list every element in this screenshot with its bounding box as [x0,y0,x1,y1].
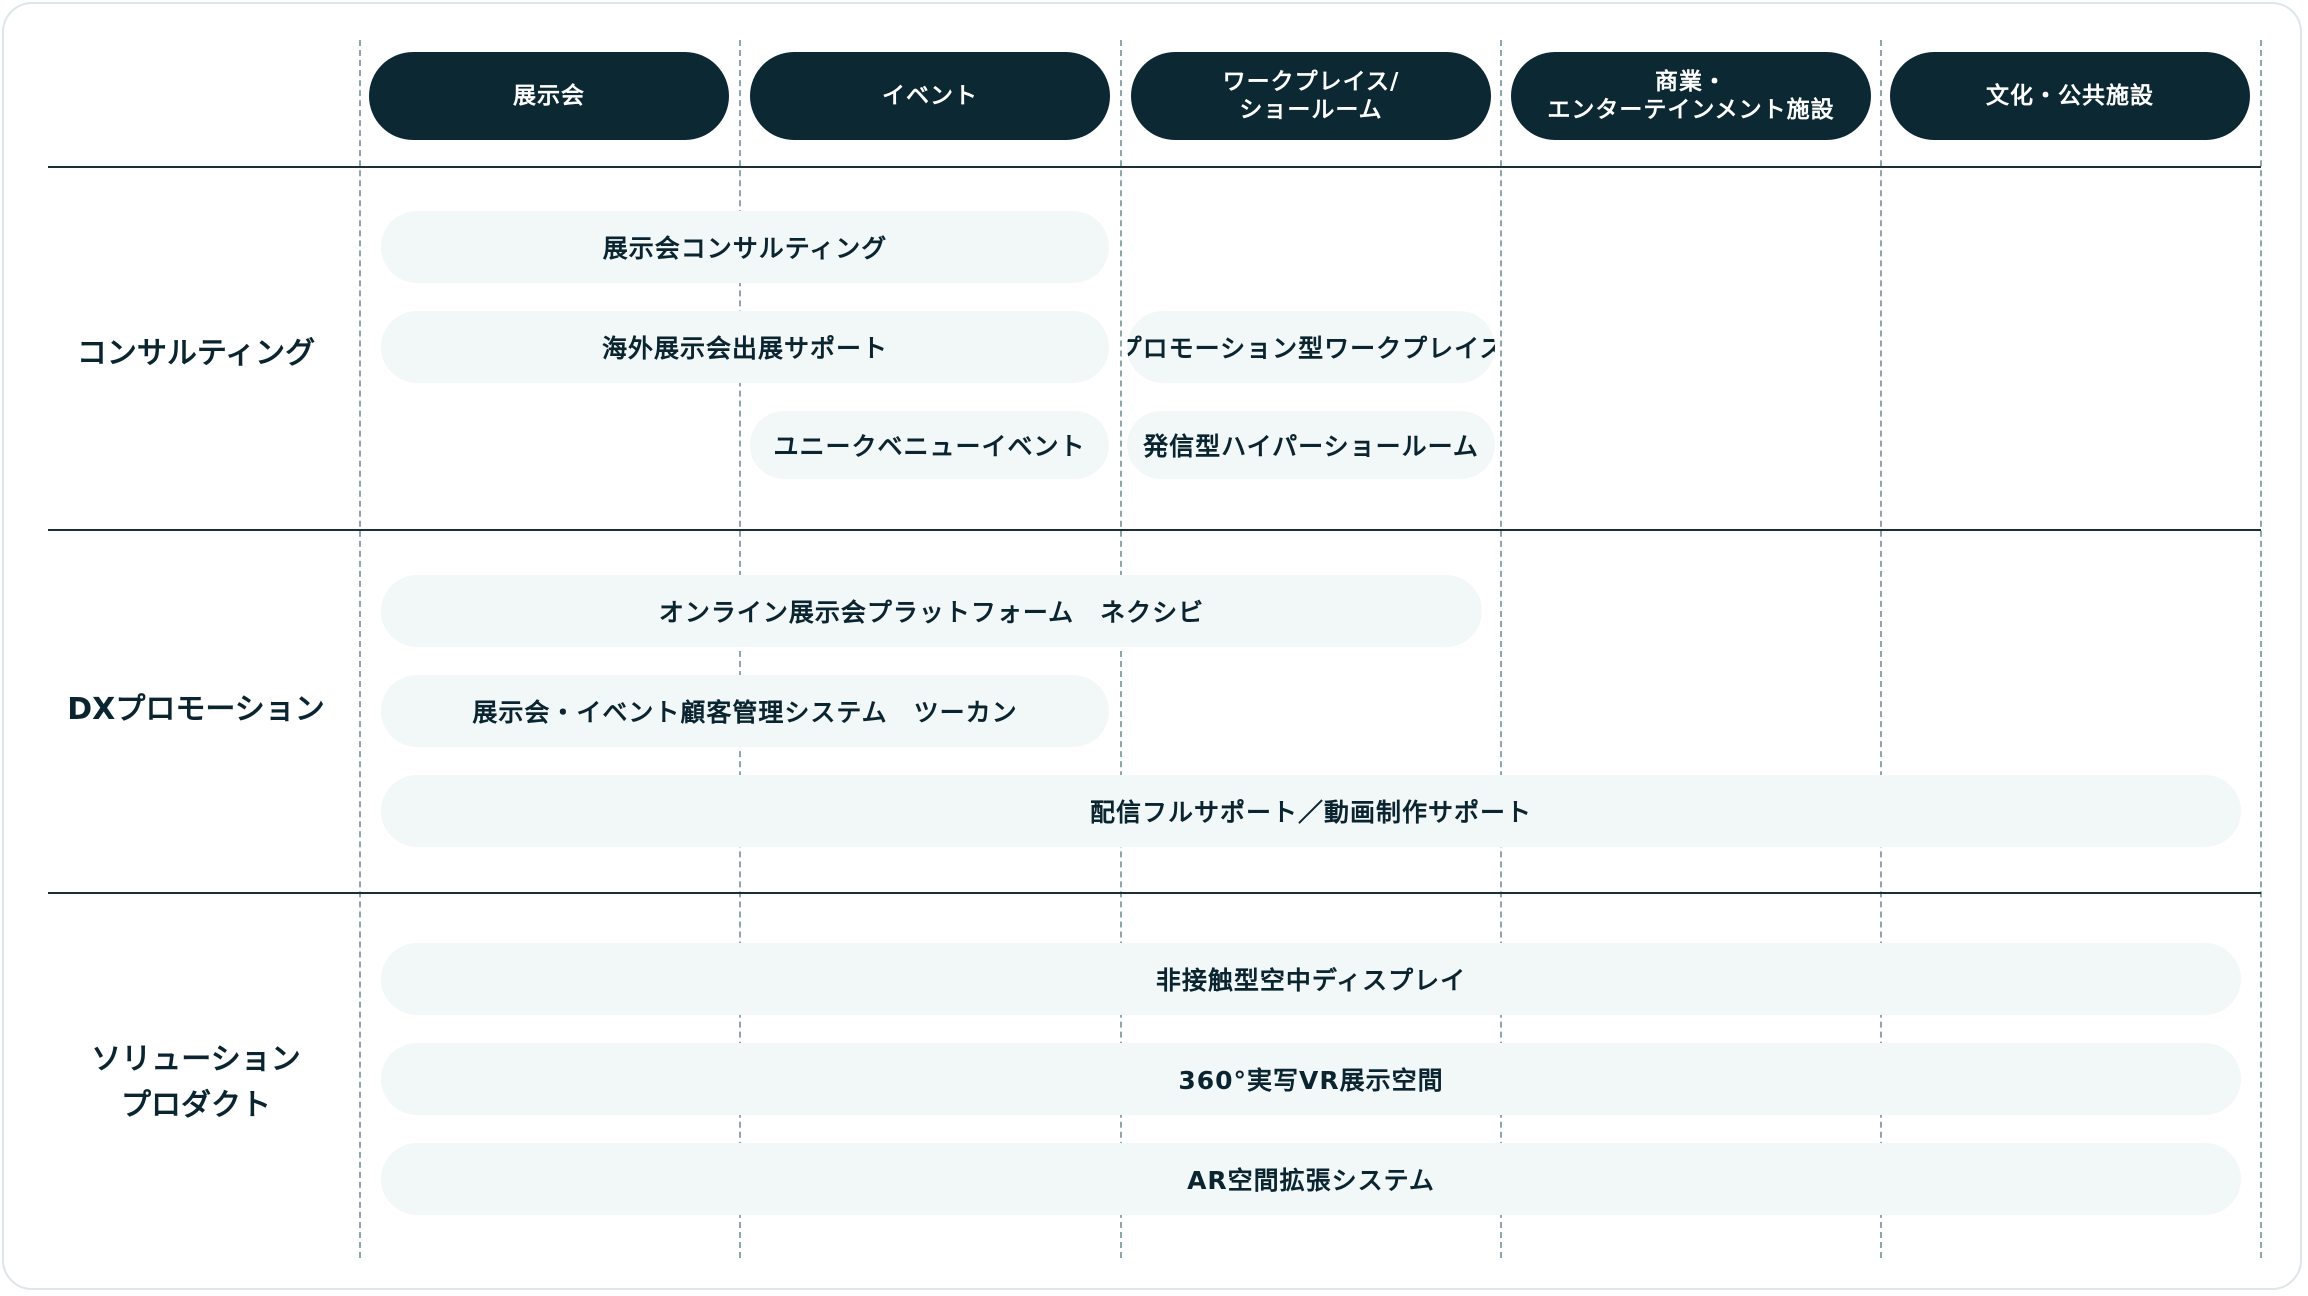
column-divider [359,40,361,1258]
service-aerial-display: 非接触型空中ディスプレイ [381,943,2241,1015]
service-ar-space-extension: AR空間拡張システム [381,1143,2241,1215]
service-overseas-exhibition-support: 海外展示会出展サポート [381,311,1109,383]
column-header-workplace: ワークプレイス/ ショールーム [1131,52,1491,140]
service-exhibition-consulting: 展示会コンサルティング [381,211,1109,283]
row-label-solution-product: ソリューション プロダクト [91,1042,301,1123]
column-header-label: 商業・ エンターテインメント施設 [1547,69,1835,123]
column-divider [2260,40,2262,1258]
column-header-cultural: 文化・公共施設 [1890,52,2250,140]
row-label-consulting: コンサルティング [76,336,316,371]
service-360-vr-space: 360°実写VR展示空間 [381,1043,2241,1115]
column-divider [1880,40,1882,1258]
column-header-commercial: 商業・ エンターテインメント施設 [1511,52,1871,140]
service-customer-management-system: 展示会・イベント顧客管理システム ツーカン [381,675,1109,747]
column-header-label: 文化・公共施設 [1986,83,2154,109]
row-divider [48,166,2261,168]
column-divider [1500,40,1502,1258]
column-header-event: イベント [750,52,1110,140]
service-streaming-video-support: 配信フルサポート／動画制作サポート [381,775,2241,847]
service-unique-venue-event: ユニークベニューイベント [750,411,1109,479]
row-label-dx-promotion: DXプロモーション [67,692,325,727]
row-divider [48,892,2261,894]
column-divider [739,40,741,1258]
service-online-exhibition-platform: オンライン展示会プラットフォーム ネクシビ [381,575,1482,647]
row-divider [48,529,2261,531]
service-hyper-showroom: 発信型ハイパーショールーム [1127,411,1495,479]
column-header-exhibition: 展示会 [369,52,729,140]
column-header-label: ワークプレイス/ ショールーム [1222,69,1400,123]
column-header-label: 展示会 [513,83,585,109]
column-divider [1120,40,1122,1258]
service-promotion-workplace: プロモーション型ワークプレイス [1127,311,1495,383]
column-header-label: イベント [882,83,978,109]
